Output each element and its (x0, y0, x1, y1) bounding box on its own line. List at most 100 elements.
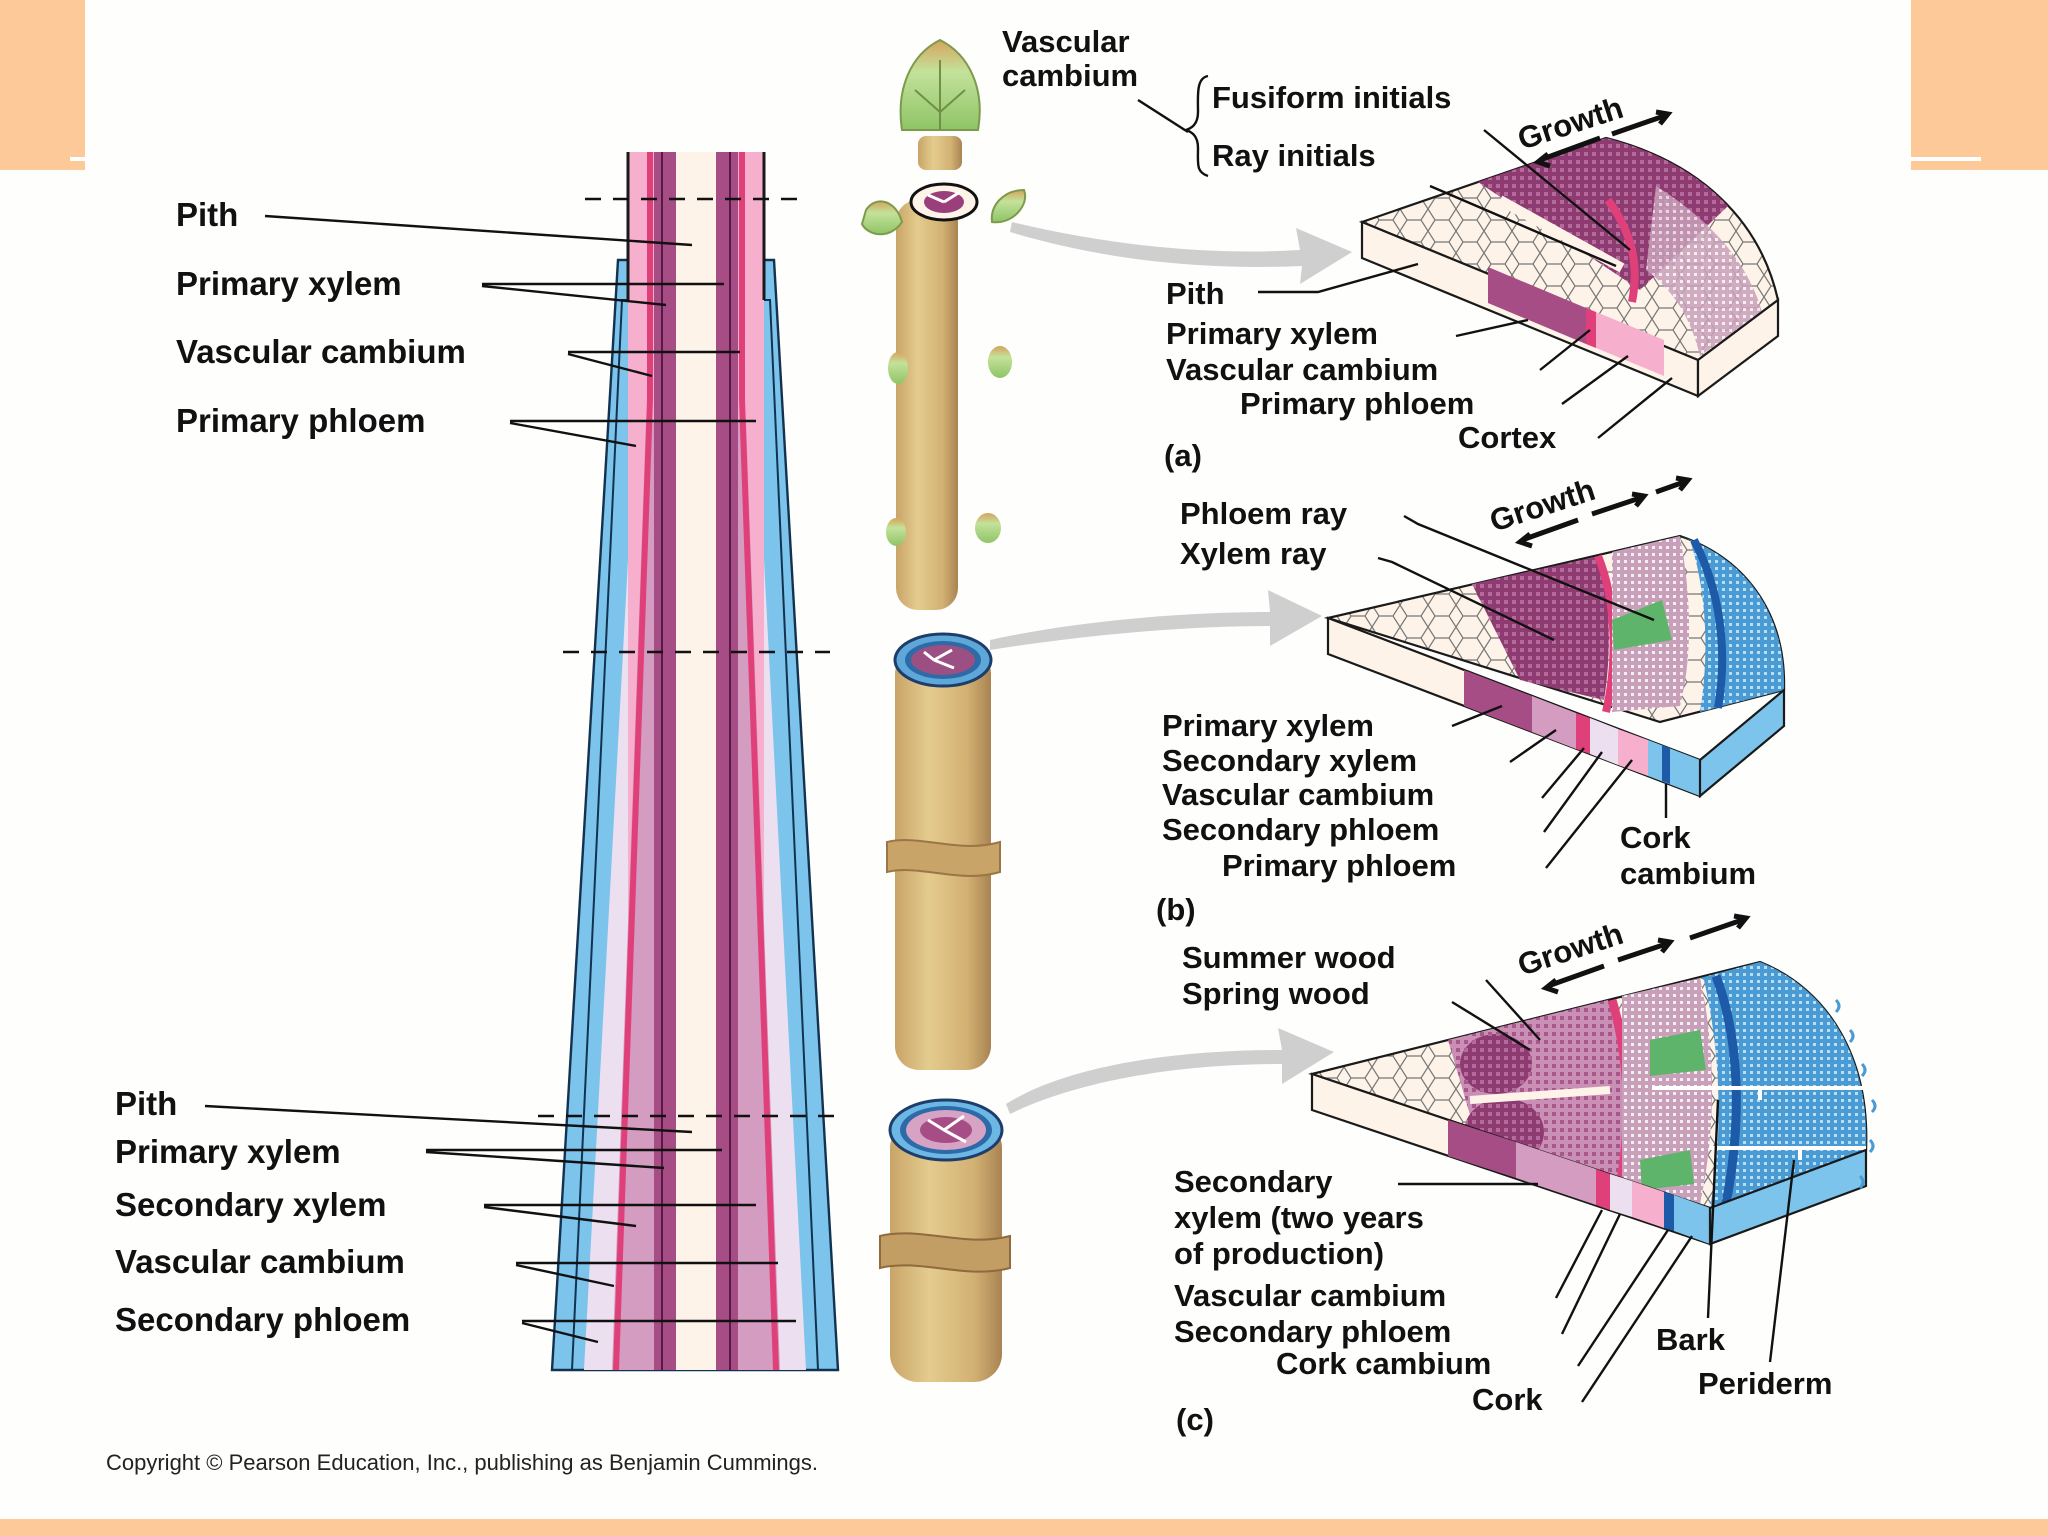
panel-b-leader-phloem-ray (1403, 514, 1655, 622)
label-vascular-cambium-upper: Vascular cambium (176, 333, 466, 370)
panel-a-label-cortex: Cortex (1458, 420, 1557, 455)
bracket-icon (1182, 74, 1209, 178)
panel-b-label-xylem-ray: Xylem ray (1180, 536, 1327, 571)
lateral-bud-icon (990, 188, 1027, 224)
stem-vascular-cambium-right (739, 152, 779, 1371)
leader-primary-phloem-upper (509, 419, 756, 448)
twig-illustrations (860, 38, 1027, 1382)
panel-b-cork-cambium-ring (1690, 538, 1727, 709)
arrow-to-panel-c (1006, 1028, 1334, 1114)
panel-a-phloem-region (1646, 186, 1762, 356)
leader-pith-lower (204, 1104, 693, 1134)
panel-b-label-cork-line2: cambium (1620, 856, 1756, 891)
stem-pith (676, 152, 716, 1370)
panel-c-leader-cork (1580, 1235, 1694, 1403)
panel-c-front-secondary-xylem-dark (1448, 1120, 1516, 1178)
label-primary-phloem-upper: Primary phloem (176, 402, 425, 439)
bud-stalk (918, 136, 962, 170)
panel-a-leader-primary-phloem (1561, 355, 1629, 405)
panel-c-growth-arrow-icon (1540, 913, 1751, 995)
panel-b-leader-primary-xylem (1451, 704, 1503, 728)
label-primary-xylem-lower: Primary xylem (115, 1133, 341, 1170)
slide-rule-left (70, 157, 85, 161)
panel-b-growth-arrow-icon (1514, 475, 1693, 549)
stem-upper-labels: Pith Primary xylem Vascular cambium Prim… (176, 196, 756, 448)
label-vascular-cambium-title-line2: cambium (1002, 58, 1138, 93)
panel-c-label-periderm: Periderm (1698, 1366, 1832, 1401)
panel-c-side-face (1708, 1148, 1868, 1246)
panel-a-label-primary-phloem: Primary phloem (1240, 386, 1474, 421)
panel-c-front-secondary-xylem-light (1516, 1142, 1596, 1205)
panel-b-leader-secondary-xylem (1509, 729, 1557, 763)
panel-c-label-secondary-xylem-line3: of production) (1174, 1236, 1384, 1271)
panel-b-label-secondary-xylem: Secondary xylem (1162, 743, 1417, 778)
lateral-bud-icon (860, 200, 904, 236)
panel-c-leader-periderm (1768, 1159, 1796, 1363)
panel-b-leader-secondary-phloem (1543, 751, 1603, 833)
panel-b-label-cork-line1: Cork (1620, 820, 1691, 855)
label-secondary-xylem-lower: Secondary xylem (115, 1186, 386, 1223)
panel-c-front-cork-cambium (1664, 1192, 1674, 1231)
panel-a-leader-vascular-cambium (1539, 329, 1591, 371)
panel-b-caption: (b) (1156, 892, 1196, 927)
leader-secondary-xylem-lower (483, 1203, 756, 1228)
panel-a-cambium-ring (1604, 197, 1639, 303)
panel-a-label-pith: Pith (1166, 276, 1225, 311)
panel-a-front-xylem (1488, 267, 1586, 344)
label-vascular-cambium-title-line1: Vascular (1002, 24, 1130, 59)
panel-c-xylem-ray (1469, 1086, 1611, 1104)
leader-secondary-phloem-lower (521, 1319, 796, 1344)
panel-b-front-primary-xylem (1464, 670, 1532, 732)
panel-c-flaking-cork-icon (1834, 998, 1877, 1190)
panel-c-label-vascular-cambium: Vascular cambium (1174, 1278, 1446, 1313)
panel-c-label-secondary-xylem-line2: xylem (two years (1174, 1200, 1424, 1235)
panel-a-growth-arrow-icon (1532, 109, 1673, 169)
slide-accent-top-left (0, 0, 85, 170)
stem-longitudinal-column (538, 152, 845, 1372)
panel-b-front-primary-phloem (1618, 729, 1648, 776)
zoom-arrows (990, 222, 1352, 1114)
stem-primary-xylem-right (716, 152, 738, 1370)
panel-b-leader-vascular-cambium (1541, 747, 1585, 799)
panel-b-label-vascular-cambium: Vascular cambium (1162, 777, 1434, 812)
arrow-to-panel-a (1010, 222, 1352, 284)
leader-ray-initials (1429, 184, 1617, 268)
copyright-notice: Copyright © Pearson Education, Inc., pub… (106, 1450, 818, 1475)
panel-c-cork-cambium-ring (1711, 974, 1741, 1205)
lateral-bud-icon (988, 346, 1012, 378)
slide-accent-top-right (1911, 0, 2048, 170)
lateral-bud-icon (886, 518, 906, 546)
leader-primary-xylem-lower (425, 1148, 722, 1170)
panel-a-caption: (a) (1164, 438, 1202, 473)
panel-c-bark-bracket (1652, 1086, 1866, 1160)
panel-a-front-phloem (1596, 312, 1664, 376)
vascular-cambium-callout: Vascular cambium Fusiform initials Ray i… (1002, 24, 1451, 178)
panel-c-phloem-ray-2 (1640, 1150, 1694, 1190)
panel-a-leader-primary-xylem (1455, 318, 1529, 338)
panel-c-spring-wood-1 (1460, 1034, 1532, 1094)
slide-rule-right (1911, 157, 1981, 161)
twig-c-node-ring (879, 1232, 1011, 1273)
panel-a-front-cambium (1586, 308, 1596, 348)
label-pith-lower: Pith (115, 1085, 177, 1122)
panel-b-front-cork-cambium (1662, 745, 1670, 784)
label-secondary-phloem-lower: Secondary phloem (115, 1301, 410, 1338)
arrow-to-panel-b (990, 590, 1322, 650)
panel-a: Growth Pith Primary xylem Vascular cambi… (1164, 90, 1780, 473)
twig-a (860, 182, 1027, 610)
panel-a-side-face (1696, 297, 1780, 399)
panel-a-leader-cortex (1597, 377, 1673, 439)
panel-c-front-cork (1674, 1195, 1710, 1244)
panel-c-label-spring-wood: Spring wood (1182, 976, 1370, 1011)
leader-pith-upper (264, 214, 693, 247)
panel-c-leader-vascular-cambium (1554, 1209, 1604, 1299)
label-fusiform-initials: Fusiform initials (1212, 80, 1451, 115)
panel-c-leader-cork-cambium (1576, 1229, 1670, 1367)
panel-c-front-cambium (1596, 1169, 1610, 1210)
leader-vascular-cambium-upper (567, 350, 740, 378)
panel-b-front-secondary-phloem (1590, 718, 1618, 765)
panel-b-label-primary-xylem: Primary xylem (1162, 708, 1374, 743)
panel-a-ray-initial-stripe (1497, 195, 1625, 273)
panel-a-leader-pith (1258, 262, 1419, 294)
